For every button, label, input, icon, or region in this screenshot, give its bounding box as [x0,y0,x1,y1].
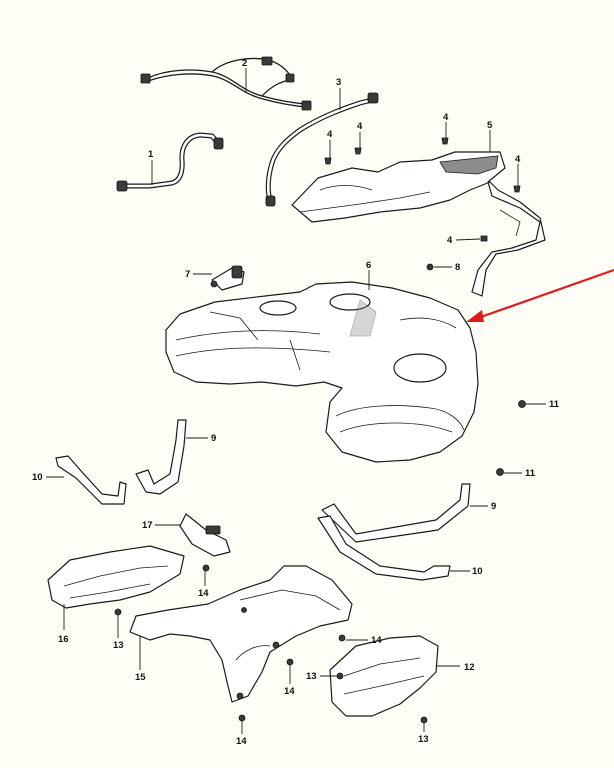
part-3-vapor-line [265,92,379,207]
callout-11b: 11 [525,468,536,479]
left-tank-straps [55,419,187,505]
callout-14a: 14 [198,588,209,599]
callout-12: 12 [464,662,475,673]
part-17-bracket [179,513,231,557]
callout-labels: 1 2 3 4 4 4 5 4 4 6 7 8 11 11 9 10 9 10 … [32,58,560,747]
callout-16: 16 [58,634,69,645]
callout-13b: 13 [306,671,317,682]
part-6-fuel-tank [165,281,479,463]
red-pointer-arrow [466,268,614,322]
part-1-fuel-hose [116,132,224,192]
part-12-shield [329,635,439,717]
callout-4d: 4 [515,154,521,165]
part-2-wire-harness [140,56,312,111]
callout-5: 5 [487,120,493,131]
part-7-sensor [210,265,245,291]
callout-13a: 13 [113,640,124,651]
callout-14c: 14 [236,736,247,747]
callout-14b: 14 [284,686,295,697]
callout-10a: 10 [32,472,43,483]
callout-14d: 14 [371,635,382,646]
callout-7: 7 [185,269,190,280]
callout-15: 15 [135,672,146,683]
callout-1: 1 [148,149,154,160]
callout-11a: 11 [549,399,560,410]
callout-17: 17 [142,520,153,531]
callout-2: 2 [242,58,247,69]
callout-6: 6 [366,260,371,271]
fasteners-13-14 [114,564,428,724]
callout-9a: 9 [211,433,216,444]
callout-10b: 10 [472,566,483,577]
callout-4e: 4 [447,235,453,246]
part-16-shield [47,545,185,609]
callout-4b: 4 [357,121,363,132]
callout-4c: 4 [443,112,449,123]
callout-3: 3 [336,77,341,88]
callout-9b: 9 [491,501,496,512]
part-4-fasteners [324,137,521,271]
part-11-fasteners [496,400,526,476]
right-tank-straps [317,483,471,581]
leader-lines [46,68,546,734]
callout-8: 8 [455,262,460,273]
callout-13c: 13 [418,734,429,745]
part-5-heat-shield [291,151,546,297]
part-15-shield [129,565,353,703]
callout-4a: 4 [327,129,333,140]
